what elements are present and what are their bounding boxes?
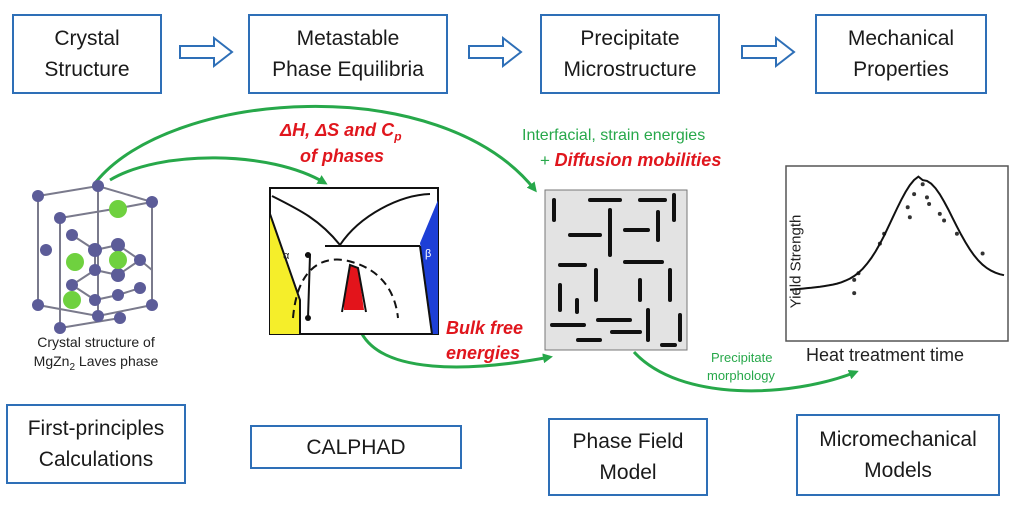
- diffusion-plus: +: [540, 151, 555, 170]
- box-line: Phase Equilibria: [272, 58, 424, 81]
- box-line: Metastable: [296, 27, 400, 50]
- data-point: [905, 205, 910, 210]
- yield-chart: [785, 165, 1009, 342]
- box-line: Micromechanical: [819, 428, 977, 451]
- flow-arrow-3: [741, 35, 796, 69]
- box-line: Mechanical: [847, 27, 955, 50]
- crystal-caption-line1: Crystal structure of: [37, 334, 155, 350]
- box-line: First-principles: [27, 417, 165, 440]
- data-point: [920, 182, 925, 187]
- phase-field-model-box: Phase Field Model: [548, 418, 708, 496]
- box-line: Crystal: [54, 27, 120, 50]
- thermo-label: ΔH, ΔS and Cp: [280, 120, 402, 144]
- data-point: [924, 195, 929, 200]
- crystal-caption: Crystal structure of MgZn2 Laves phase: [16, 333, 176, 377]
- beta-label: β: [425, 248, 432, 260]
- flow-arrow-2: [468, 35, 523, 69]
- box-line: CALPHAD: [306, 435, 406, 459]
- arrow-crystal-to-calphad: [109, 156, 328, 185]
- caption-mgzn: MgZn: [33, 353, 70, 369]
- alpha-label: α: [283, 250, 290, 262]
- box-line: Properties: [853, 58, 949, 81]
- crystal-structure-box: Crystal Structure: [12, 14, 162, 94]
- mechanical-properties-box: Mechanical Properties: [815, 14, 987, 94]
- top-arrows: [179, 35, 796, 69]
- microstructure-image: [544, 189, 688, 351]
- arrow-calphad-to-phase-field: [358, 329, 553, 369]
- arrow-crystal-to-phase-field: [94, 105, 537, 193]
- data-point: [927, 202, 932, 206]
- bulk-label-line2: energies: [446, 343, 521, 363]
- crystal-caption-line2: MgZn2 Laves phase: [16, 352, 176, 377]
- x-axis-label: Heat treatment time: [806, 345, 965, 365]
- crystal-structure-image: [32, 180, 158, 334]
- thermo-sub: p: [394, 129, 402, 144]
- data-point: [980, 251, 985, 256]
- diffusion-text: Diffusion mobilities: [554, 150, 722, 170]
- flow-arrow-1: [179, 35, 234, 69]
- morphology-label-line2: morphology: [707, 368, 775, 383]
- box-line: Phase Field: [572, 430, 684, 453]
- data-point: [937, 211, 942, 216]
- fit-curve: [789, 175, 1005, 291]
- first-principles-box: First-principles Calculations: [6, 404, 186, 484]
- caption-laves: Laves phase: [75, 353, 159, 369]
- thermo-label-line2: of phases: [300, 146, 385, 166]
- morphology-label-line1: Precipitate: [711, 350, 773, 365]
- phase-diagram: [269, 187, 439, 335]
- box-line: Model: [599, 461, 657, 484]
- diffusion-label: + Diffusion mobilities: [540, 150, 721, 171]
- arrow-phase-field-to-model: [632, 350, 859, 393]
- metastable-phase-box: Metastable Phase Equilibria: [248, 14, 448, 94]
- box-line: Calculations: [38, 448, 154, 471]
- box-line: Precipitate: [580, 27, 680, 50]
- data-point: [907, 215, 912, 220]
- box-line: Models: [864, 459, 932, 482]
- data-point: [954, 231, 959, 236]
- interfacial-label: Interfacial, strain energies: [522, 127, 706, 144]
- box-line: Microstructure: [563, 58, 697, 81]
- thermo-prefix: ΔH, ΔS and C: [280, 120, 395, 140]
- caption-sub: 2: [69, 361, 76, 373]
- data-point: [852, 277, 857, 282]
- precipitate-microstructure-box: Precipitate Microstructure: [540, 14, 720, 94]
- data-point: [942, 218, 947, 223]
- calphad-box: CALPHAD: [250, 425, 462, 469]
- micromechanical-models-box: Micromechanical Models: [796, 414, 1000, 496]
- y-axis-label: Yield Strength: [787, 214, 805, 309]
- data-point: [852, 291, 857, 296]
- data-point: [912, 192, 917, 197]
- box-line: Structure: [44, 58, 130, 81]
- bulk-label-line1: Bulk free: [446, 318, 524, 338]
